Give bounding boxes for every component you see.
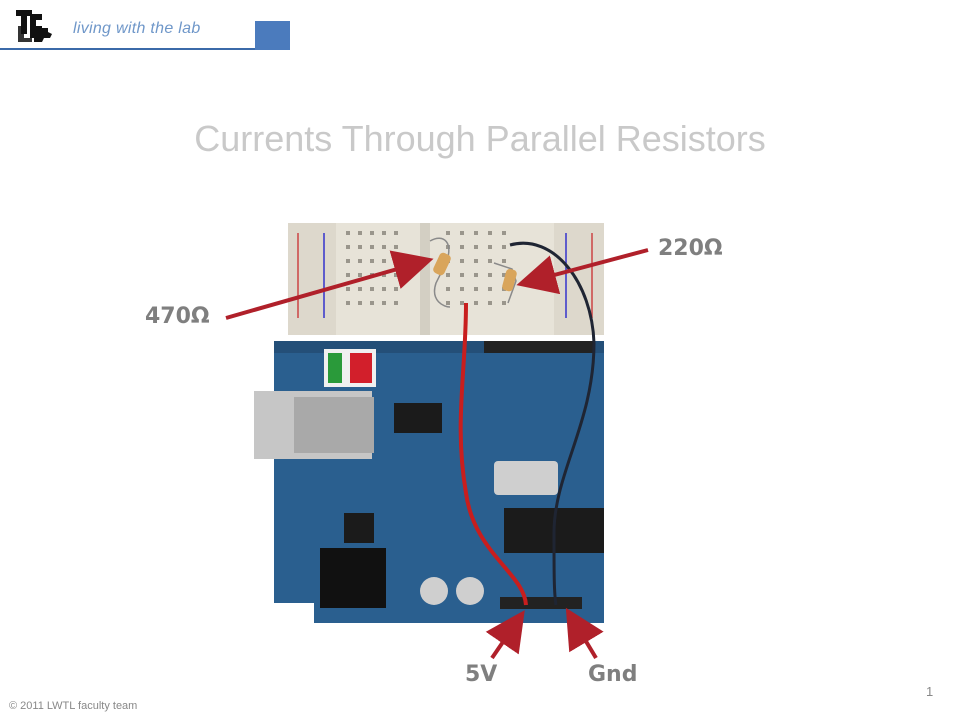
- page-number: 1: [926, 684, 934, 699]
- slide-title: Currents Through Parallel Resistors: [194, 118, 766, 159]
- label-470-ohm: 470Ω: [145, 304, 210, 329]
- header-rule: [0, 48, 256, 50]
- footer-copyright: © 2011 LWTL faculty team: [9, 700, 138, 712]
- label-220-ohm: 220Ω: [658, 236, 723, 261]
- arrow-gnd: [565, 607, 604, 660]
- arrow-5v: [485, 610, 525, 660]
- breadboard-arduino-photo: [254, 223, 604, 623]
- header-tagline: living with the lab: [73, 20, 201, 37]
- louisiana-tech-logo-icon: [16, 10, 52, 42]
- label-gnd: Gnd: [588, 662, 638, 687]
- header-accent-box: [255, 21, 290, 50]
- label-5v: 5V: [465, 662, 498, 687]
